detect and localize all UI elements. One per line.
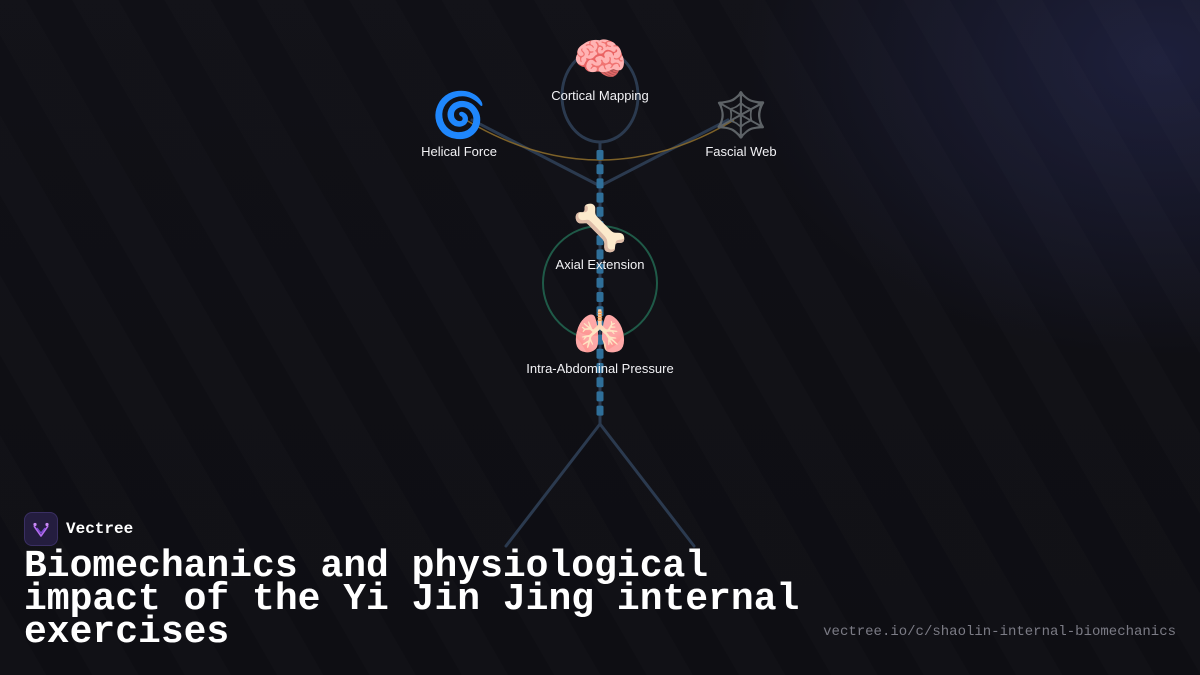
node-label: Helical Force (421, 144, 497, 159)
source-url[interactable]: vectree.io/c/shaolin-internal-biomechani… (823, 624, 1176, 640)
right-leg (598, 422, 696, 548)
brain-icon: 🧠 (572, 34, 628, 85)
vertebra (596, 249, 604, 260)
vertebra (596, 334, 604, 345)
node-label: Cortical Mapping (551, 88, 649, 103)
node-cortical-mapping: 🧠 Cortical Mapping (551, 36, 649, 104)
vertebra (596, 377, 604, 388)
right-arm (598, 118, 730, 188)
vertebra (596, 391, 604, 402)
vertebra (596, 292, 604, 302)
node-label: Fascial Web (705, 144, 777, 159)
vectree-logo-icon (24, 512, 58, 546)
node-label: Axial Extension (555, 257, 645, 272)
vertebra (596, 363, 604, 373)
vertebra (596, 263, 604, 274)
page-title: Biomechanics and physiological impact of… (24, 545, 800, 654)
vertebra (596, 348, 604, 359)
vertebra (596, 164, 604, 175)
left-leg (504, 422, 602, 548)
vertebra (596, 320, 604, 331)
bone-icon: 🦴 (572, 203, 628, 254)
node-label: Intra-Abdominal Pressure (526, 361, 674, 376)
vertebra (596, 178, 604, 189)
spine (596, 150, 604, 416)
node-intra-abdominal-pressure: 🫁 Intra-Abdominal Pressure (526, 309, 673, 377)
vertebra (596, 150, 604, 160)
vertebra (596, 306, 604, 317)
left-arm (470, 118, 602, 188)
cyclone-icon: 🌀 (431, 90, 487, 141)
lungs-icon: 🫁 (572, 307, 628, 358)
vertebra (596, 405, 604, 416)
vertebra (596, 221, 604, 231)
node-helical-force: 🌀 Helical Force (421, 92, 497, 160)
brand[interactable]: Vectree (24, 512, 133, 546)
vertebra (596, 206, 604, 217)
vertebra (596, 235, 604, 246)
node-fascial-web: 🕸️ Fascial Web (705, 92, 776, 160)
spider-web-icon: 🕸️ (713, 90, 769, 141)
vertebra (596, 192, 604, 203)
brand-name: Vectree (66, 520, 134, 538)
node-axial-extension: 🦴 Axial Extension (556, 205, 645, 273)
vertebra (596, 277, 604, 288)
